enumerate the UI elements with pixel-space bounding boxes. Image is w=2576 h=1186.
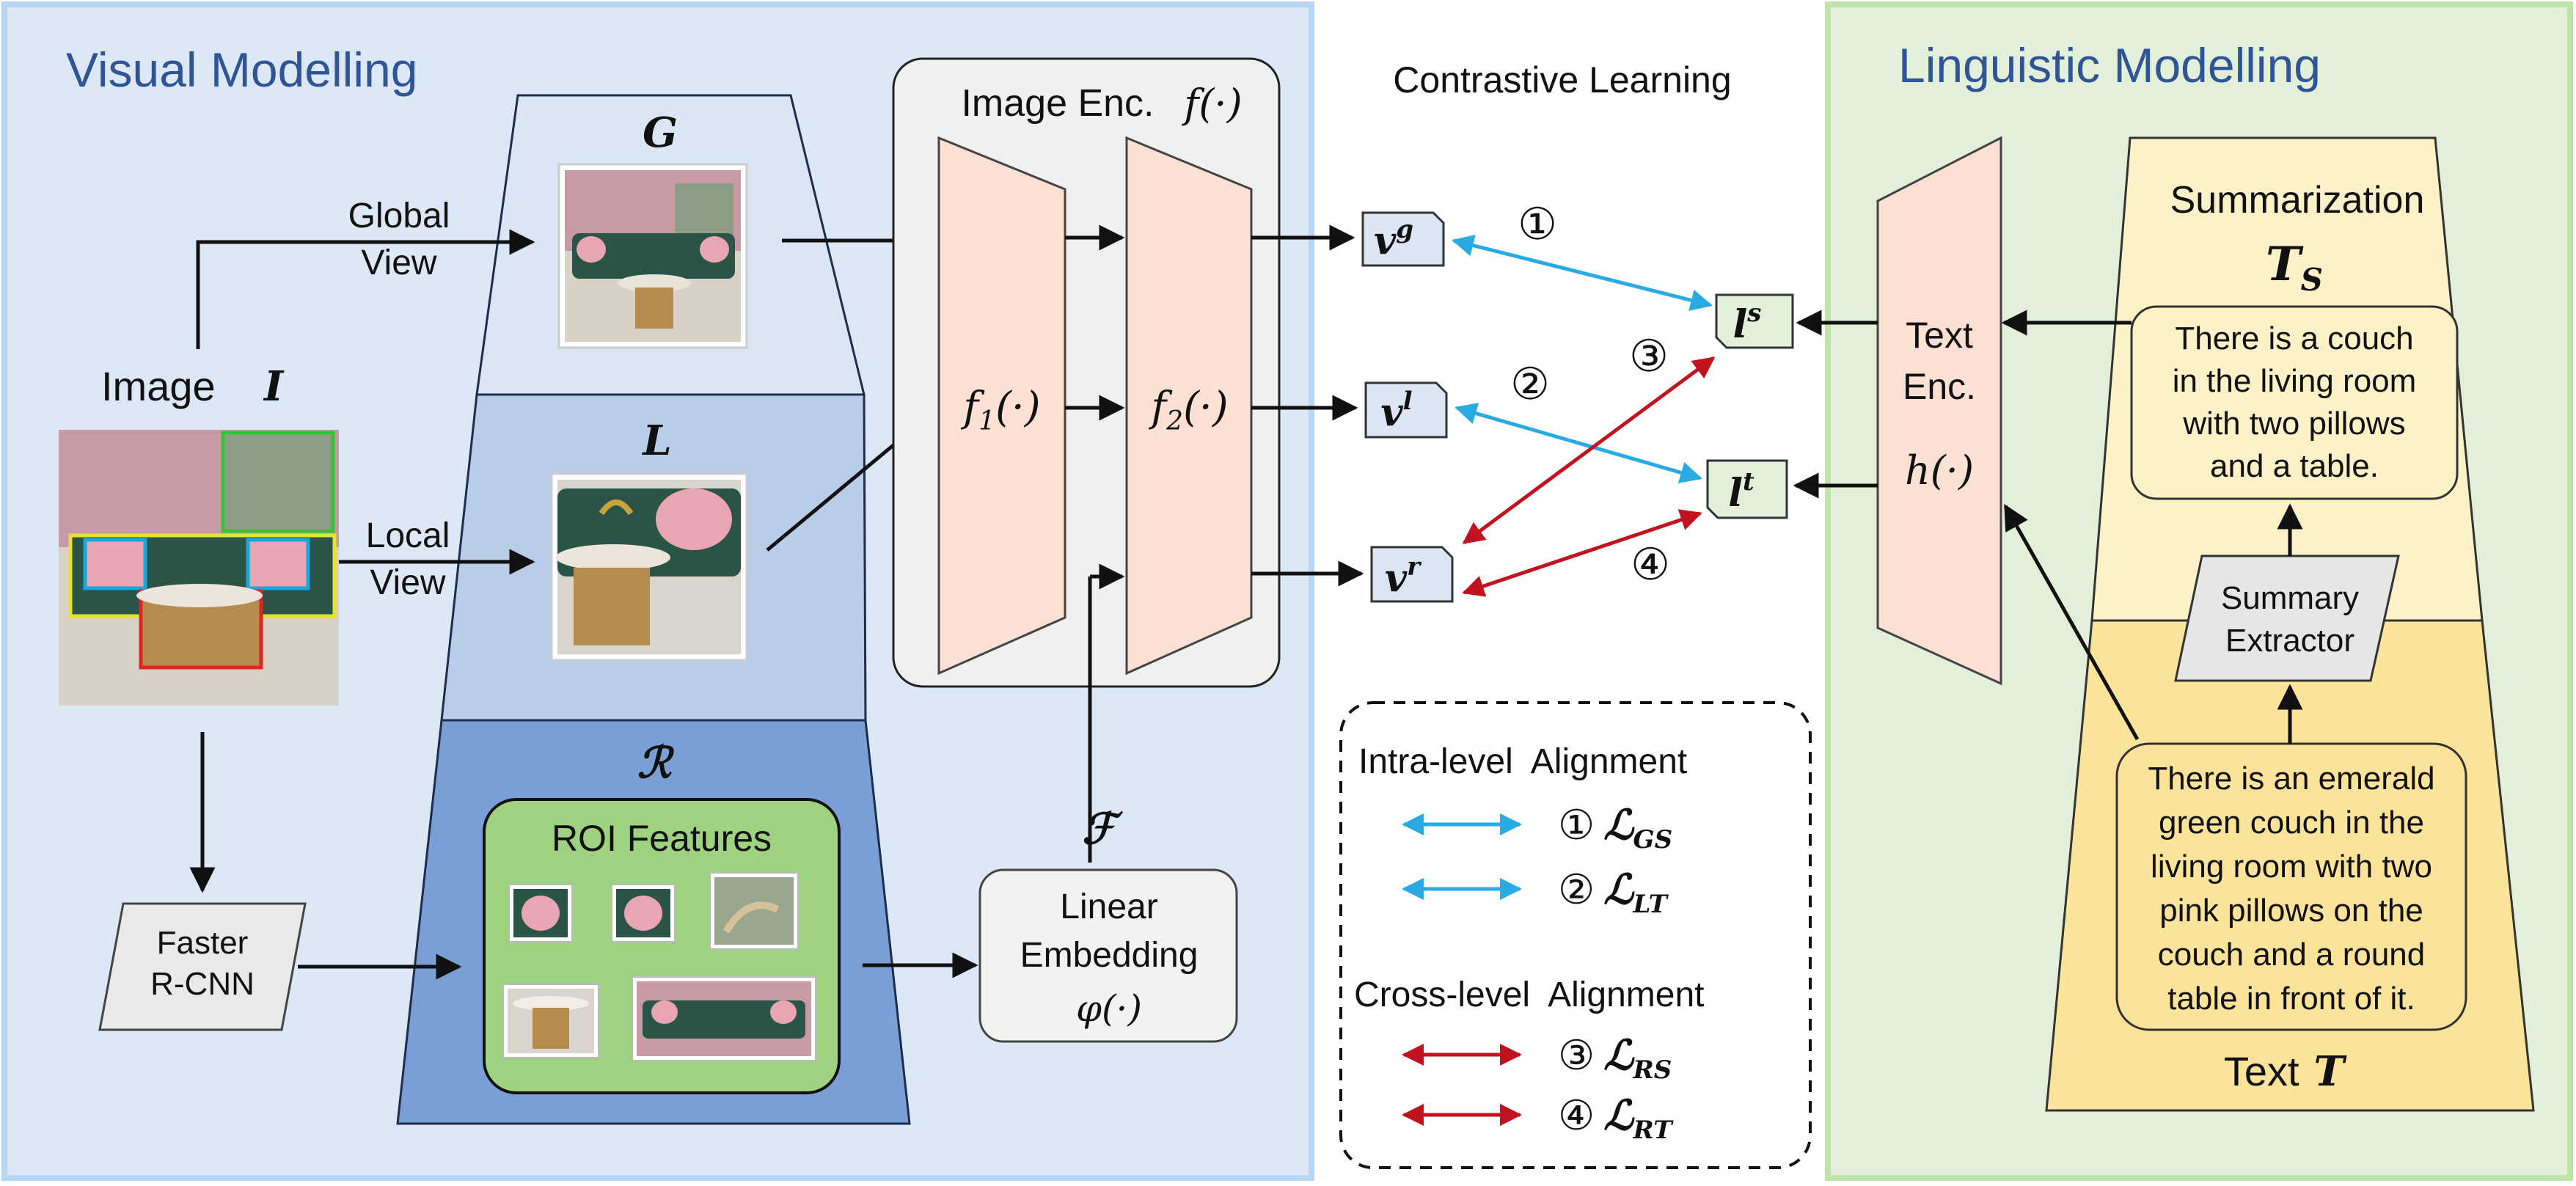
local-view-symbol: L: [641, 417, 671, 465]
summary-extractor-line2: Extractor: [2225, 623, 2354, 659]
encoder-f2-block: [1125, 136, 1253, 676]
svg-text:lt: lt: [1728, 467, 1754, 516]
svg-text:vl: vl: [1380, 387, 1412, 435]
image-encoder-title: Image Enc.: [961, 82, 1154, 125]
summary-line-2: in the living room: [2173, 363, 2417, 399]
faster-rcnn-line2: R-CNN: [150, 966, 255, 1002]
svg-text:ls: ls: [1733, 299, 1762, 347]
visual-modelling-title: Visual Modelling: [66, 43, 417, 97]
summary-line-4: and a table.: [2210, 448, 2379, 484]
text-encoder-fn: h(·): [1905, 447, 1974, 494]
summary-line-1: There is a couch: [2175, 321, 2413, 356]
global-view-label-1: Global: [348, 197, 450, 235]
text-line-3: living room with two: [2151, 849, 2432, 885]
summary-extractor-line1: Summary: [2221, 580, 2359, 616]
linear-embedding-line1: Linear: [1060, 887, 1157, 926]
summarization-symbol: TS: [2266, 237, 2323, 298]
text-line-1: There is an emerald: [2148, 761, 2434, 797]
text-line-5: couch and a round: [2158, 937, 2426, 973]
local-view-label-1: Local: [366, 516, 450, 555]
local-view-image: [550, 472, 748, 662]
global-view-label-2: View: [361, 244, 437, 282]
encoder-f1-block: [937, 136, 1066, 676]
summary-extractor-block: [2174, 554, 2400, 682]
pair-number-1: ①: [1518, 200, 1557, 249]
summarization-title: Summarization: [2170, 179, 2425, 222]
feature-lt: lt: [1706, 459, 1788, 519]
text-line-4: pink pillows on the: [2159, 893, 2423, 929]
image-symbol: I: [263, 362, 285, 411]
feature-vr: vr: [1370, 546, 1454, 603]
image-label: Image: [101, 363, 216, 409]
linear-embedding-fn: φ(·): [1076, 987, 1142, 1030]
pair-number-4: ④: [1631, 540, 1670, 589]
text-line-6: table in front of it.: [2167, 981, 2415, 1017]
input-image: [59, 430, 339, 706]
feature-vg: vg: [1361, 211, 1445, 267]
alignment-arrows: [1452, 235, 1716, 597]
image-encoder-fn: f(·): [1181, 81, 1242, 127]
global-view-symbol: G: [643, 109, 678, 157]
linguistic-modelling-title: Linguistic Modelling: [1898, 38, 2321, 92]
feature-vl: vl: [1364, 381, 1448, 439]
encoder-f2-label: f2(·): [1148, 384, 1228, 436]
faster-rcnn-block: [98, 902, 307, 1031]
summary-line-3: with two pillows: [2182, 406, 2405, 442]
legend-intra-title: Intra-level Alignment: [1358, 742, 1687, 781]
local-view-label-2: View: [370, 563, 446, 602]
summary-text-box: [2130, 305, 2459, 500]
encoder-arrows: [1065, 224, 1364, 863]
text-encoder-block: [1876, 136, 2002, 686]
roi-features-title: ROI Features: [552, 818, 772, 859]
text-encoder-line2: Enc.: [1903, 366, 1976, 407]
global-view-image: [557, 163, 748, 349]
feature-ls: ls: [1715, 293, 1794, 349]
pair-number-2: ②: [1510, 359, 1550, 409]
legend-cross-title: Cross-level Alignment: [1354, 975, 1705, 1014]
text-line-2: green couch in the: [2159, 805, 2424, 841]
linear-embedding-box: [978, 868, 1238, 1043]
linguistic-arrows: [1793, 310, 2303, 744]
pair-number-3: ③: [1629, 332, 1669, 381]
encoder-f1-label: f1(·): [960, 384, 1040, 436]
roi-thumbnails: [502, 872, 816, 1061]
faster-rcnn-line1: Faster: [157, 925, 249, 961]
linear-embedding-line2: Embedding: [1020, 936, 1199, 975]
contrastive-learning-title: Contrastive Learning: [1393, 59, 1731, 100]
text-encoder-line1: Text: [1906, 315, 1973, 356]
svg-text:vr: vr: [1385, 552, 1421, 601]
region-view-symbol: ℛ: [637, 738, 675, 788]
svg-text:vg: vg: [1374, 215, 1413, 263]
legend-arrows: [1402, 813, 1522, 1126]
